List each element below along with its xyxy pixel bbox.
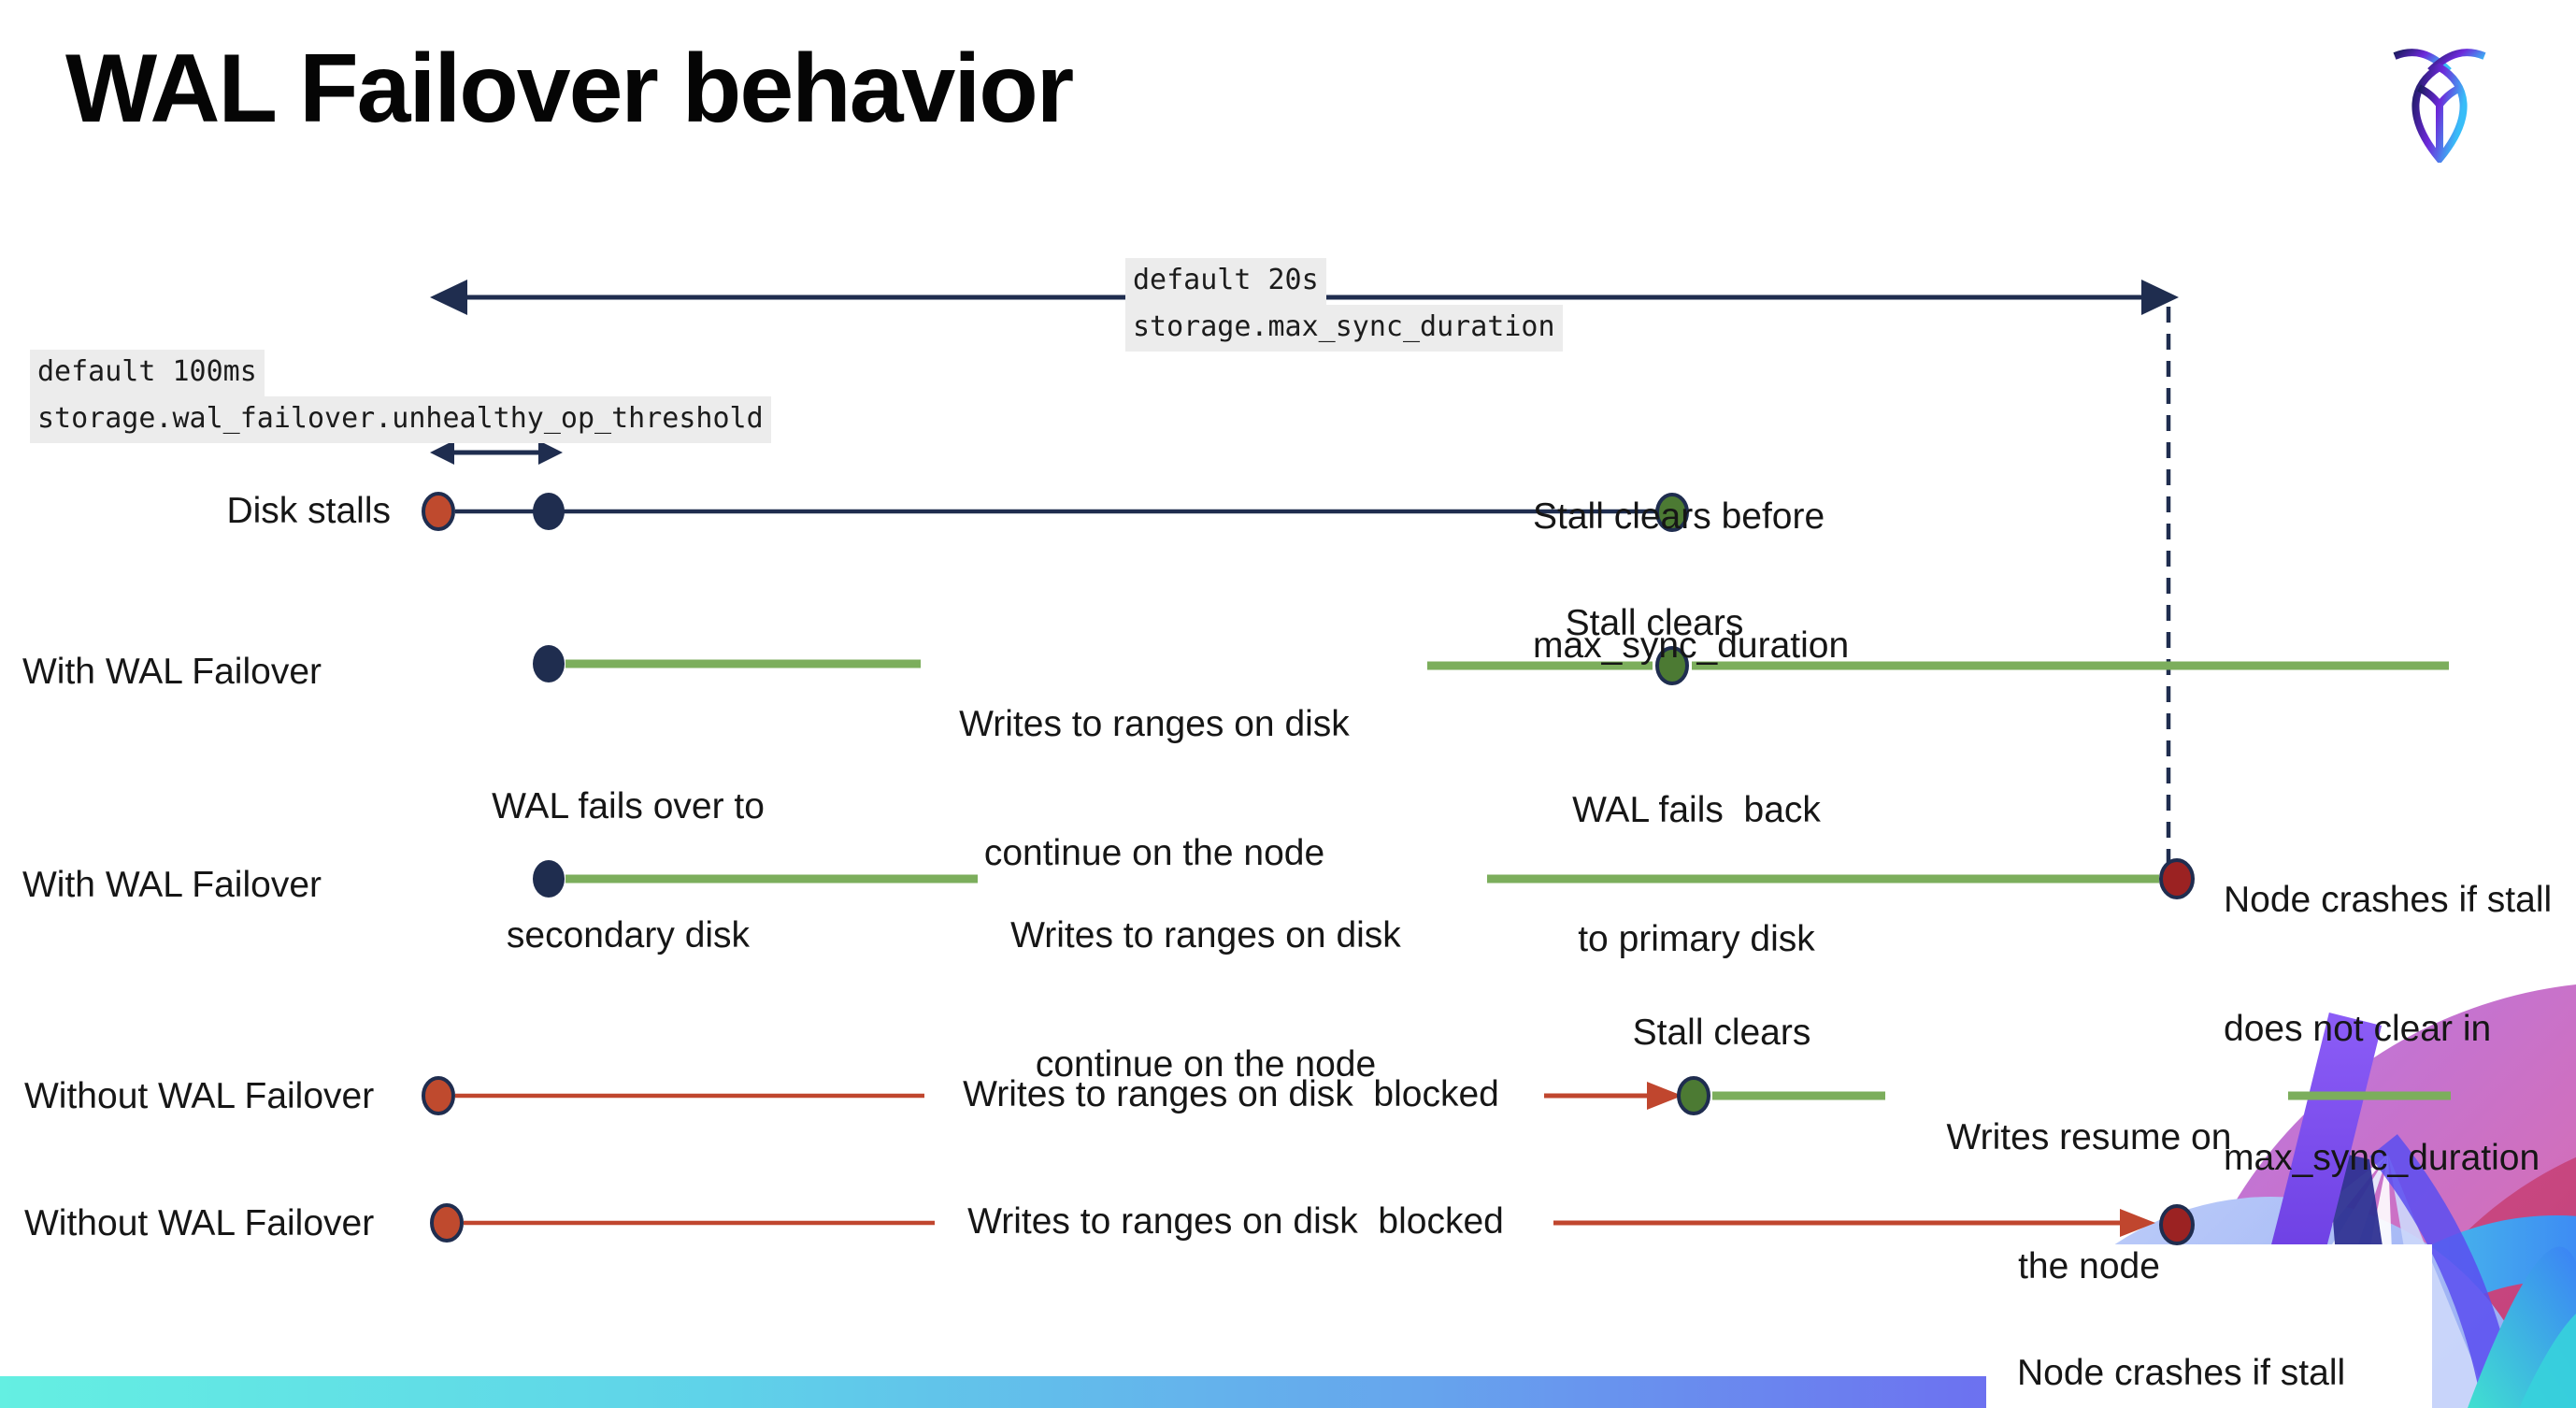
max-sync-duration-label: default 20s storage.max_sync_duration (1125, 258, 1563, 352)
artwork-fan-petal (2388, 1155, 2492, 1408)
unhealthy-op-threshold-label: default 100ms storage.wal_failover.unhea… (30, 350, 771, 443)
arrowhead-left-icon (430, 280, 467, 315)
row-label-with-wal-failover-1: With WAL Failover (22, 652, 322, 692)
stall-start-dot (430, 1203, 464, 1243)
stall-clears-dot (1677, 1076, 1710, 1115)
page-title: WAL Failover behavior (65, 35, 1074, 143)
failover-threshold-dot (533, 493, 565, 530)
row-label-with-wal-failover-2: With WAL Failover (22, 865, 322, 905)
callout-writes-continue-1: Writes to ranges on disk continue on the… (959, 704, 1350, 873)
callout-wal-fails-back: WAL fails back to primary disk (1572, 790, 1821, 959)
setting-default-value: default 100ms (30, 350, 265, 396)
callout-stall-clears-1: Stall clears (1565, 603, 1744, 643)
callout-writes-continue-2: Writes to ranges on disk continue on the… (1010, 915, 1401, 1085)
stall-start-dot (422, 492, 455, 531)
arrowhead-left-icon (430, 440, 454, 465)
arrowhead-right-icon (2141, 280, 2179, 315)
arrowhead-right-icon (1647, 1082, 1682, 1110)
callout-wal-fails-over: WAL fails over to secondary disk (492, 786, 765, 955)
row-label-without-wal-failover-1: Without WAL Failover (24, 1076, 375, 1116)
setting-name: storage.wal_failover.unhealthy_op_thresh… (30, 396, 771, 443)
row-label-disk-stalls: Disk stalls (226, 491, 391, 531)
callout-writes-blocked-1: Writes to ranges on disk blocked (963, 1074, 1499, 1114)
setting-name: storage.max_sync_duration (1125, 305, 1563, 352)
stall-start-dot (422, 1076, 455, 1115)
callout-node-crashes-2: Node crashes if stall does not clear in … (2017, 1353, 2346, 1393)
crash-note-box (1986, 1244, 2432, 1408)
failover-dot (533, 645, 565, 682)
callout-stall-clears-before: Stall clears before max_sync_duration (1533, 496, 1850, 666)
callout-writes-blocked-2: Writes to ranges on disk blocked (967, 1201, 1504, 1242)
callout-stall-clears-2: Stall clears (1632, 1013, 1811, 1053)
node-crash-dot (2159, 858, 2195, 899)
callout-node-crashes-1: Node crashes if stall does not clear in … (2224, 880, 2553, 1178)
row-label-without-wal-failover-2: Without WAL Failover (24, 1203, 375, 1243)
callout-writes-resume: Writes resume on the node (1946, 1117, 2232, 1286)
arrowhead-right-icon (538, 440, 563, 465)
artwork-teal-blade (2519, 1314, 2576, 1408)
cockroachdb-logo-icon (2393, 49, 2486, 163)
setting-default-value: default 20s (1125, 258, 1326, 305)
